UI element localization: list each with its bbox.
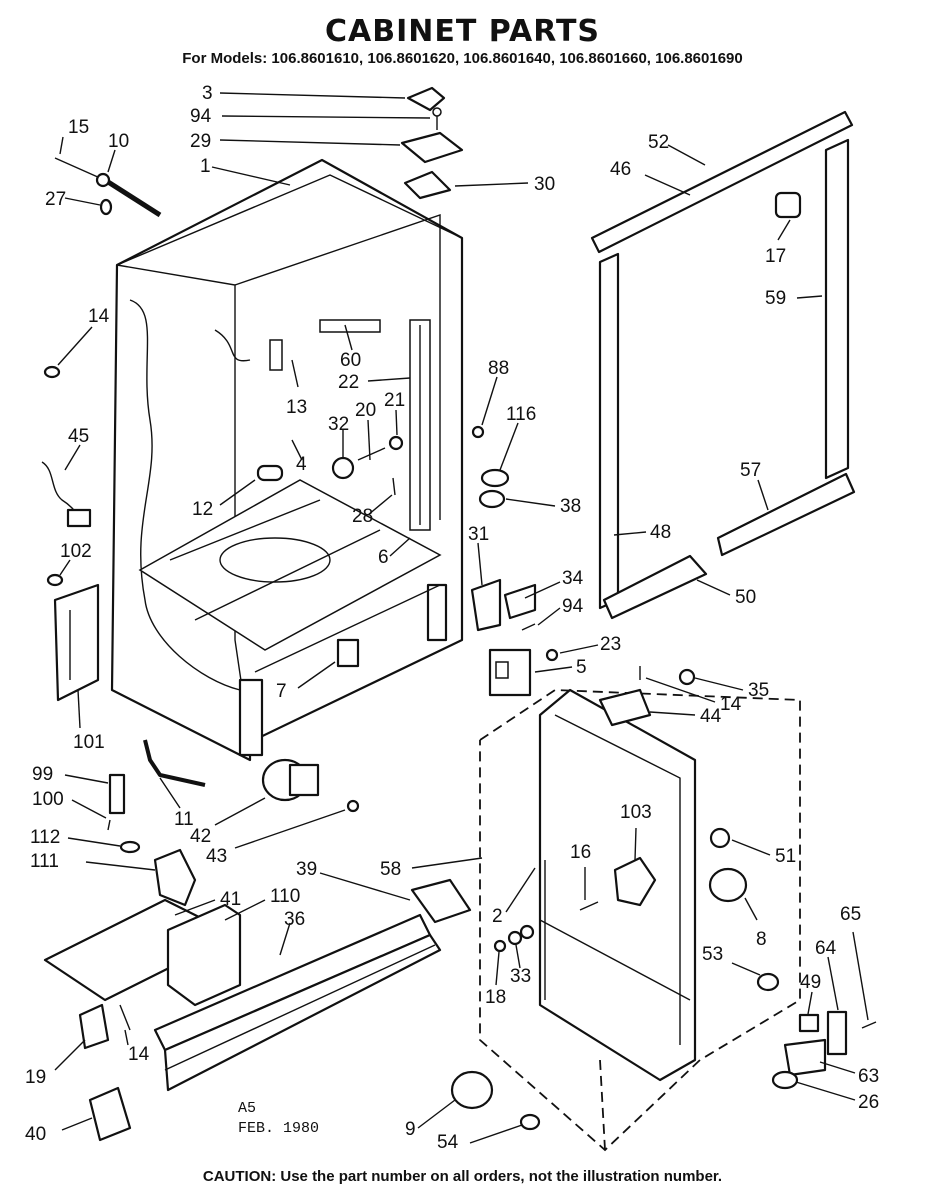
callout-label: 7 (276, 681, 287, 702)
callout-label: 21 (384, 390, 405, 411)
page-title: CABINET PARTS (324, 14, 601, 49)
callout-label: 48 (650, 522, 671, 543)
callout-label: 102 (60, 541, 92, 562)
callout-label: 60 (340, 350, 361, 371)
callout-label: 19 (25, 1067, 46, 1088)
callout-label: 29 (190, 131, 211, 152)
callout-label: 17 (765, 246, 786, 267)
small-parts (41, 86, 877, 1142)
callout-label: 9 (405, 1119, 416, 1140)
callout-label: 57 (740, 460, 761, 481)
callout-label: 64 (815, 938, 837, 959)
callout-label: 23 (600, 634, 621, 655)
callout-label: 88 (488, 358, 509, 379)
callout-label: 28 (352, 506, 373, 527)
callout-label: 94 (562, 596, 584, 617)
callout-label: 34 (562, 568, 584, 589)
callout-label: 4 (296, 454, 307, 475)
callout-label: 43 (206, 846, 227, 867)
callout-label: 22 (338, 372, 359, 393)
callout-label: 101 (73, 732, 105, 753)
callout-label: 52 (648, 132, 669, 153)
callout-label: 3 (202, 83, 213, 104)
callout-label: 100 (32, 789, 64, 810)
callout-labels: 3 94 29 1 30 15 10 27 14 45 102 101 60 2… (25, 83, 879, 1153)
cabinet-shell (110, 158, 464, 762)
callout-label: 94 (190, 106, 212, 127)
revision-stamp-code: A5 (238, 1100, 257, 1117)
callout-label: 12 (192, 499, 213, 520)
callout-label: 111 (30, 851, 59, 872)
callout-label: 15 (68, 117, 89, 138)
callout-label: 41 (220, 889, 241, 910)
callout-label: 31 (468, 524, 489, 545)
callout-label: 13 (286, 397, 307, 418)
callout-label: 54 (437, 1132, 459, 1153)
callout-label: 44 (700, 706, 722, 727)
callout-label: 50 (735, 587, 756, 608)
callout-label: 63 (858, 1066, 879, 1087)
callout-label: 46 (610, 159, 631, 180)
models-subtitle: For Models: 106.8601610, 106.8601620, 10… (182, 50, 743, 67)
callout-label: 27 (45, 189, 66, 210)
callout-label: 2 (492, 906, 503, 927)
callout-label: 11 (174, 809, 194, 830)
callout-label: 14 (88, 306, 110, 327)
bottom-panels (43, 898, 442, 1092)
callout-label: 6 (378, 547, 389, 568)
caution-note: CAUTION: Use the part number on all orde… (202, 1168, 723, 1185)
callout-label: 5 (576, 657, 587, 678)
callout-label: 99 (32, 764, 53, 785)
callout-label: 103 (620, 802, 652, 823)
callout-label: 53 (702, 944, 723, 965)
callout-label: 8 (756, 929, 767, 950)
callout-label: 59 (765, 288, 786, 309)
callout-label: 10 (108, 131, 129, 152)
callout-label: 38 (560, 496, 581, 517)
callout-label: 112 (30, 827, 60, 848)
callout-label: 58 (380, 859, 401, 880)
callout-label: 49 (800, 972, 821, 993)
callout-label: 39 (296, 859, 317, 880)
callout-label: 35 (748, 680, 769, 701)
callout-label: 42 (190, 826, 211, 847)
callout-label: 40 (25, 1124, 46, 1145)
callout-label: 45 (68, 426, 89, 447)
callout-label: 110 (270, 886, 300, 907)
callout-label: 30 (534, 174, 555, 195)
callout-label: 1 (200, 156, 211, 177)
leader-lines (54, 92, 869, 1144)
callout-label: 116 (506, 404, 536, 425)
callout-label: 33 (510, 966, 531, 987)
callout-label: 26 (858, 1092, 879, 1113)
callout-label: 14 (128, 1044, 150, 1065)
callout-label: 32 (328, 414, 349, 435)
callout-label: 51 (775, 846, 796, 867)
revision-stamp-date: FEB. 1980 (238, 1120, 320, 1137)
callout-label: 20 (355, 400, 376, 421)
lower-cabinet (479, 688, 801, 1152)
callout-label: 18 (485, 987, 506, 1008)
callout-label: 14 (720, 694, 742, 715)
callout-label: 16 (570, 842, 591, 863)
door-gasket-frame (590, 110, 856, 620)
callout-label: 65 (840, 904, 861, 925)
callout-label: 36 (284, 909, 305, 930)
